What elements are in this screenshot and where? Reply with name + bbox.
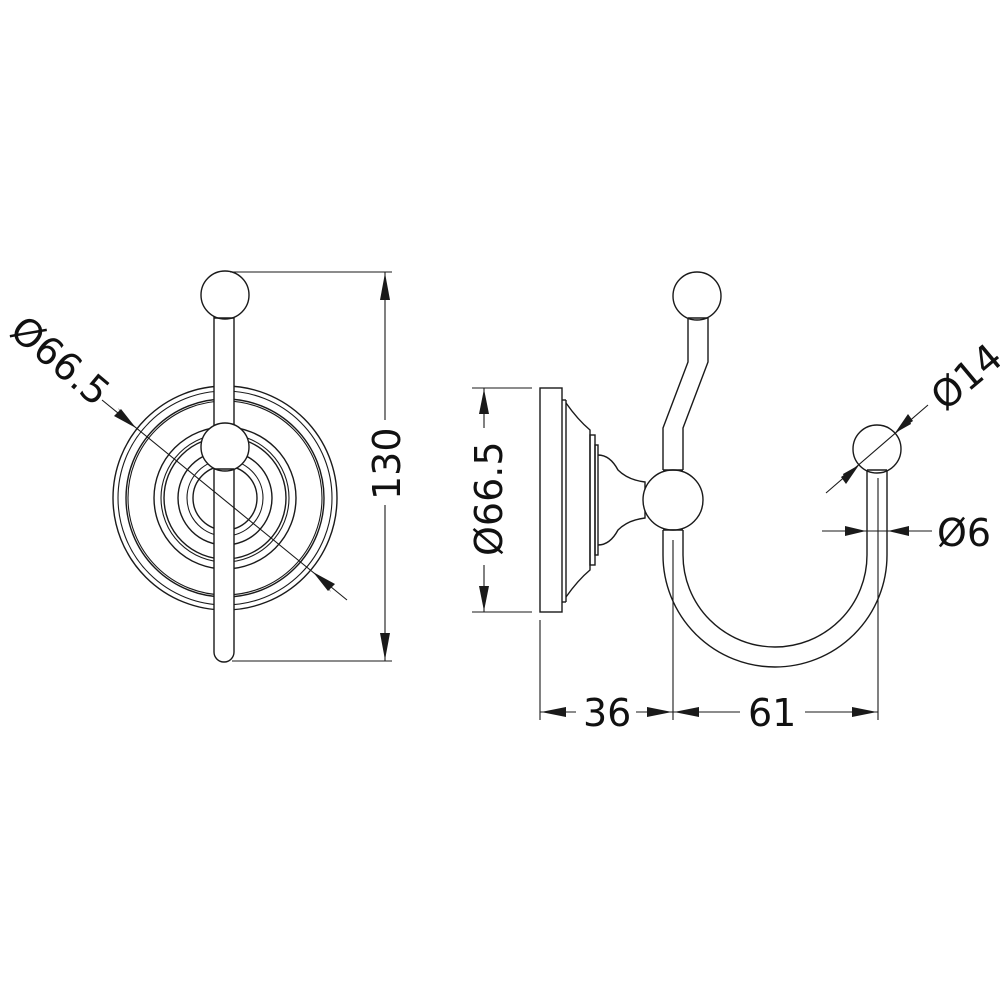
front-diameter-leader — [101, 399, 348, 601]
front-hook-stem — [213, 311, 235, 663]
hook-depth-dimension-label: 61 — [748, 691, 796, 735]
rod-diameter-label: Ø6 — [937, 511, 991, 555]
front-middle-ball — [200, 422, 250, 472]
side-backplate-dimension — [472, 387, 532, 613]
projection-dimension-label: 36 — [583, 691, 631, 735]
side-center-ball — [642, 469, 704, 531]
side-backplate-diameter-label: Ø66.5 — [467, 441, 511, 556]
ball-diameter-leader — [825, 404, 929, 494]
front-diameter-label: Ø66.5 — [2, 307, 118, 414]
ball-diameter-label: Ø14 — [923, 335, 1000, 419]
side-hook-upper-arm — [662, 318, 709, 470]
front-height-label: 130 — [365, 427, 409, 500]
side-backplate — [539, 387, 646, 613]
bottom-dimensions — [539, 540, 878, 720]
rod-diameter-dimension — [822, 478, 932, 720]
front-top-ball — [200, 270, 250, 320]
side-view: Ø66.5 Ø14 Ø6 — [467, 271, 1000, 735]
front-height-dimension — [230, 271, 392, 662]
side-top-ball — [672, 271, 722, 321]
front-view: Ø66.5 130 — [2, 270, 409, 663]
